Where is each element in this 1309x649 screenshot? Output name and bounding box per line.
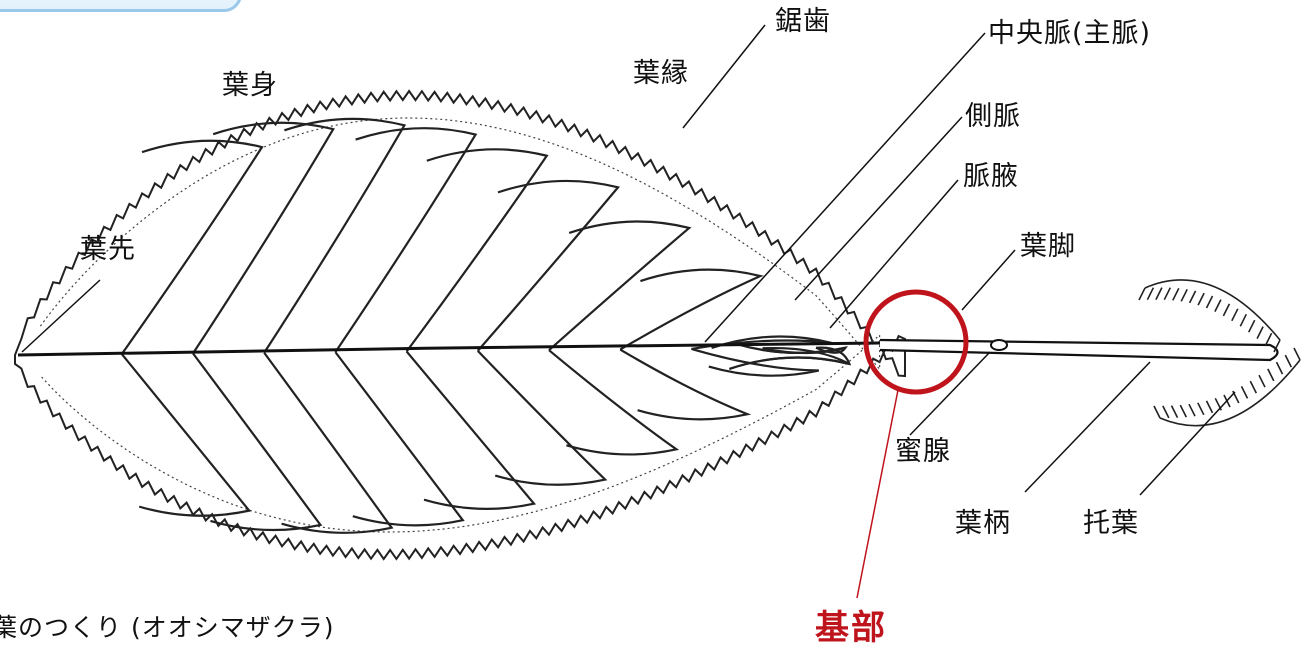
vein-network (120, 117, 852, 534)
figure-caption: 葉のつくり (オオシマザクラ) (0, 613, 335, 642)
base-highlight-circle (863, 289, 969, 395)
lateral-vein-lower (477, 350, 608, 486)
midrib (17, 341, 881, 357)
stipule-lower (1153, 347, 1301, 427)
lateral-vein-upper (619, 268, 764, 351)
stipule-upper (1138, 279, 1281, 353)
leader-kyoshi (682, 24, 766, 129)
lateral-vein-lower (548, 349, 680, 456)
lateral-vein-lower (735, 342, 848, 354)
lateral-vein-upper (192, 121, 335, 355)
lateral-vein-lower (691, 347, 820, 377)
lateral-vein-upper (263, 117, 407, 354)
leader-sokumyaku (794, 116, 963, 301)
lateral-vein-lower (263, 352, 394, 534)
base-highlight-label: 基部 (815, 608, 887, 648)
label-yoen: 葉縁 (633, 58, 689, 89)
lateral-vein-upper (476, 179, 620, 352)
label-takuyo: 托葉 (1083, 508, 1139, 539)
label-yokyaku: 葉脚 (1020, 231, 1076, 262)
base-highlight-leader (856, 389, 899, 599)
leader-myakueki (829, 179, 959, 329)
leader-missen (909, 351, 991, 436)
leaf-outline (14, 89, 906, 561)
label-yoshin: 葉身 (222, 70, 278, 101)
leader-yosen (21, 279, 101, 353)
label-myakueki: 脈腋 (963, 161, 1019, 192)
leader-takuyo (1139, 391, 1236, 496)
label-yosen: 葉先 (80, 234, 136, 265)
lateral-vein-lower (619, 348, 752, 421)
lateral-vein-upper (334, 127, 478, 353)
gland-dot (990, 339, 1008, 351)
leaf-inner-margin (39, 117, 881, 533)
label-sokumyaku: 側脈 (965, 101, 1021, 132)
leader-yokyaku (961, 249, 1016, 311)
label-kyoshi: 鋸歯 (775, 6, 831, 37)
lateral-vein-upper (405, 148, 549, 353)
leader-lines (21, 24, 1236, 496)
label-yohei: 葉柄 (955, 508, 1011, 539)
lateral-vein-upper (548, 220, 692, 352)
leader-chuomyaku (704, 32, 986, 343)
lateral-vein-lower (192, 352, 323, 532)
leader-yohei (1024, 361, 1151, 493)
lateral-vein-upper (120, 139, 264, 355)
lateral-vein-lower (334, 351, 465, 527)
label-chuomyaku: 中央脈(主脈) (988, 18, 1152, 49)
petiole (879, 338, 1279, 362)
label-missen: 蜜腺 (895, 436, 951, 467)
lateral-vein-lower (405, 350, 537, 510)
lateral-vein-lower (120, 353, 252, 517)
